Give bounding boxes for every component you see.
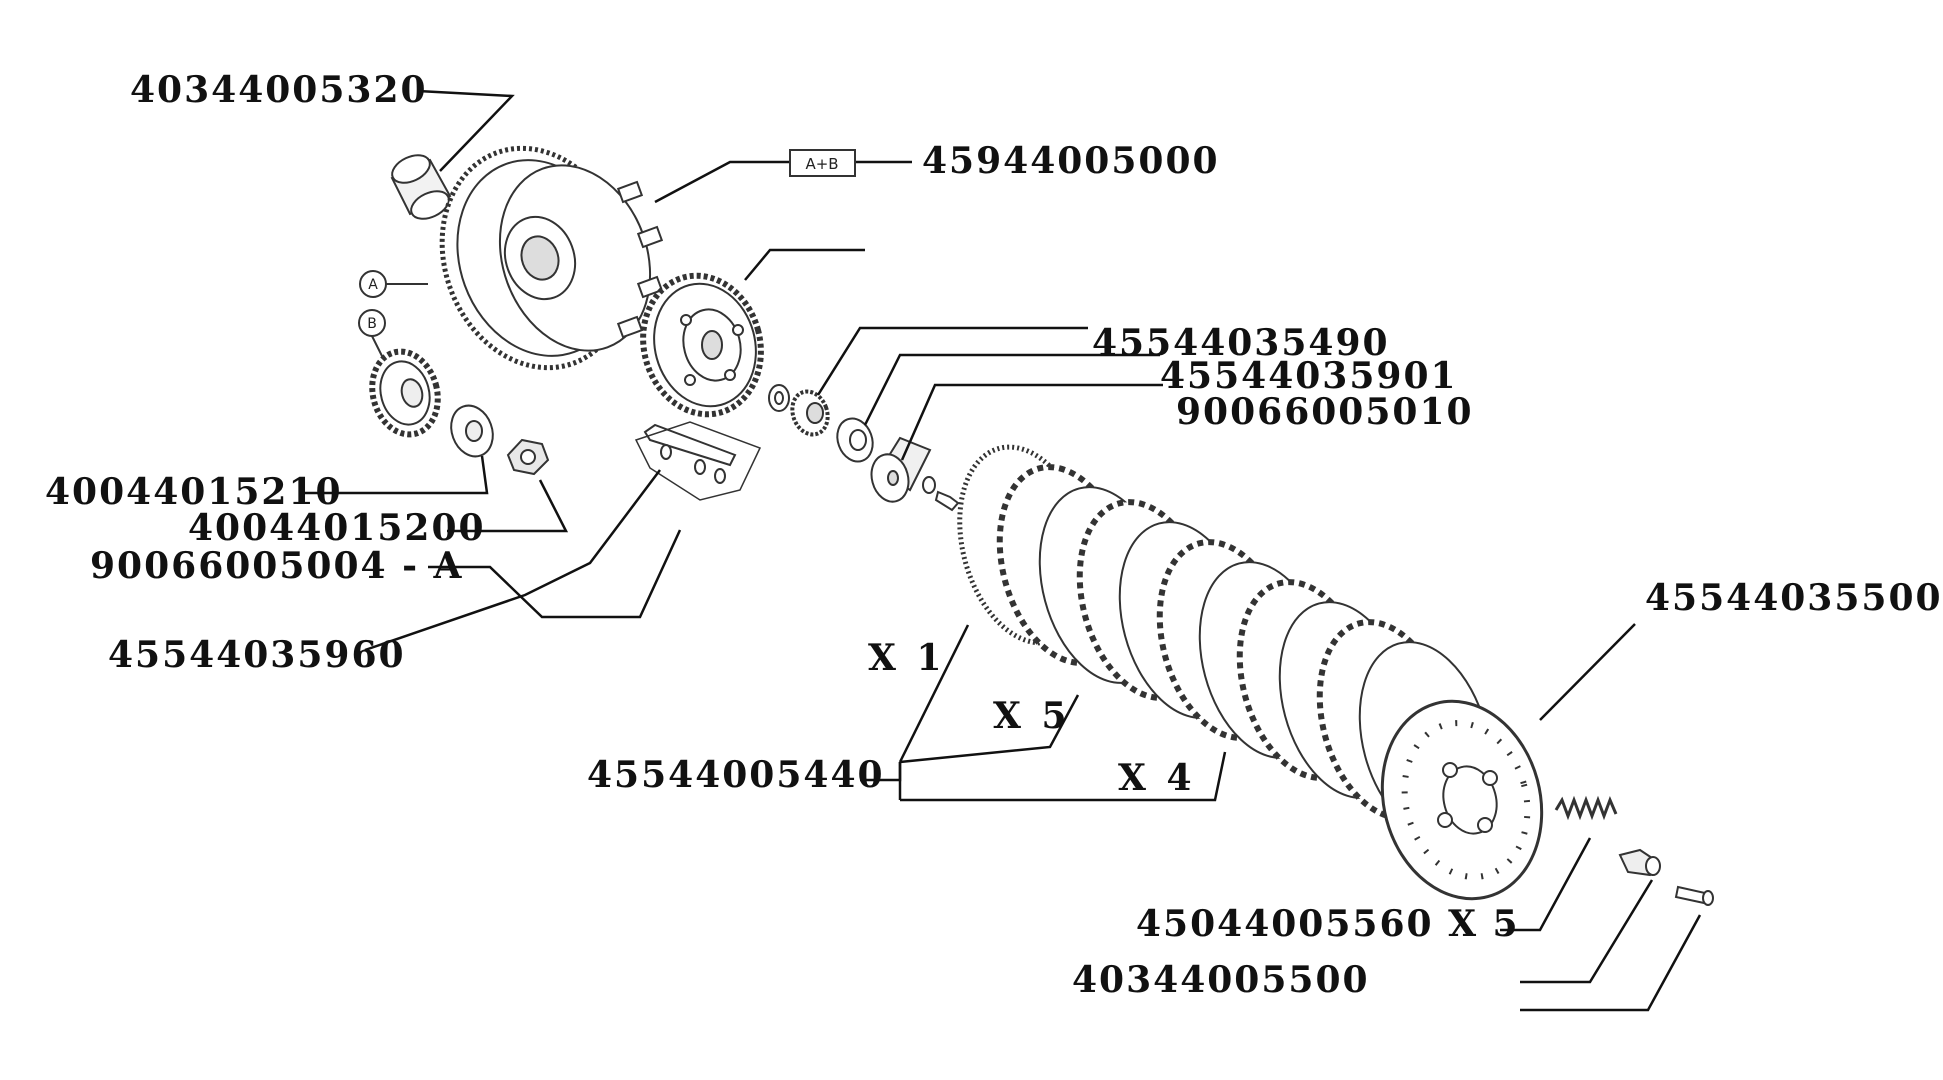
label-45944005000: 45944005000 xyxy=(922,140,1220,182)
pressure-plate-part xyxy=(1380,699,1544,901)
label-40344005500: 40344005500 xyxy=(1072,959,1370,1001)
leader-40344005320 xyxy=(417,89,515,172)
tag-a-circle: A xyxy=(359,270,428,298)
pin-part xyxy=(634,421,762,501)
leader-90066005010 xyxy=(900,383,1163,461)
leader-x1 xyxy=(898,624,970,763)
leader-45544035901 xyxy=(863,353,1160,426)
spring-bolt-part xyxy=(1674,885,1714,906)
label-40044015200: 40044015200 xyxy=(188,507,486,549)
leader-x4 xyxy=(900,751,1227,802)
label-45544035490: 45544035490 xyxy=(1092,322,1390,364)
small-bolt-part xyxy=(922,476,960,512)
qty-x5: X 5 xyxy=(993,695,1071,737)
svg-text:A: A xyxy=(368,277,378,293)
leader-lines xyxy=(302,89,1702,1012)
tag-b-circle: B xyxy=(358,309,386,357)
spring-cup-part xyxy=(1618,848,1661,877)
svg-text:B: B xyxy=(367,316,377,332)
qty-x4: X 4 xyxy=(1118,757,1196,799)
label-90066005010: 90066005010 xyxy=(1176,391,1474,433)
qty-x1: X 1 xyxy=(868,637,946,679)
leader-45544035960 xyxy=(364,469,661,652)
a-plus-b-tag: A+B xyxy=(789,149,856,177)
label-40044015210: 40044015210 xyxy=(45,471,343,513)
spring-part xyxy=(1554,795,1618,821)
label-40344005320: 40344005320 xyxy=(130,69,428,111)
leader-40044015210 xyxy=(302,455,489,495)
leader-45544035500 xyxy=(1539,623,1636,721)
leader-40044015200 xyxy=(447,479,569,533)
bearing-part xyxy=(790,389,830,437)
leader-45044005560 xyxy=(1500,837,1592,932)
label-90066005004: 90066005004 - A xyxy=(90,545,464,587)
washer-part xyxy=(450,404,494,458)
leader-40344005500 xyxy=(1520,879,1654,984)
leader-x5 xyxy=(899,694,1080,764)
clutch-disc-stack xyxy=(957,444,1492,839)
spacer-part xyxy=(870,436,932,503)
leader-45544035490 xyxy=(816,326,1088,396)
nut-part xyxy=(506,438,550,476)
leader-90066005004 xyxy=(428,529,682,619)
leader-spring-bolt xyxy=(1520,914,1702,1012)
label-45544035901: 45544035901 xyxy=(1160,355,1458,397)
clutch-housing-part xyxy=(439,145,664,371)
seal-part xyxy=(836,417,874,463)
label-45544035500: 45544035500 xyxy=(1645,577,1943,619)
bushing-part xyxy=(390,154,452,220)
leader-45944005000 xyxy=(654,160,790,204)
label-45544035960: 45544035960 xyxy=(108,634,406,676)
svg-text:A+B: A+B xyxy=(805,155,838,173)
hub-washer-part xyxy=(768,384,790,412)
primary-gear-part xyxy=(369,348,441,438)
label-45544005440: 45544005440 xyxy=(587,754,885,796)
inner-hub-part xyxy=(640,272,764,418)
label-45044005560: 45044005560 X 5 xyxy=(1136,903,1520,945)
leader-hub xyxy=(744,248,865,281)
